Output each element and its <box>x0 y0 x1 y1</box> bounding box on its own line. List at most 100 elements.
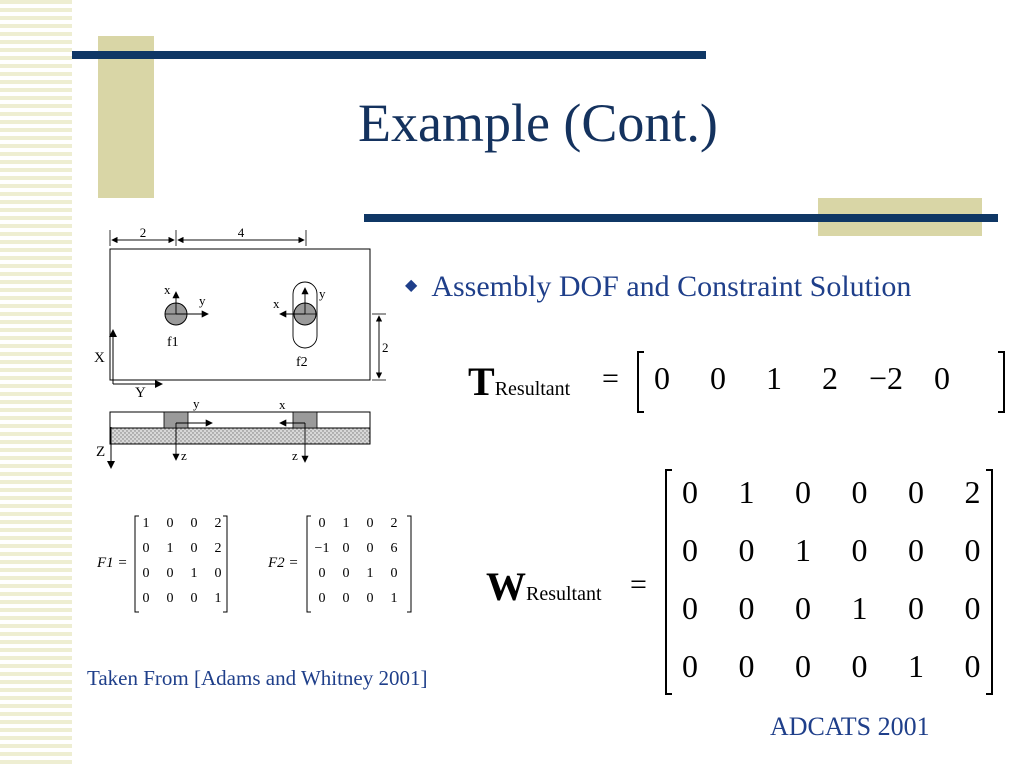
f2-matrix-cell: 0 <box>342 566 350 581</box>
f2-matrix-cell: 1 <box>390 591 398 606</box>
w-subscript: Resultant <box>526 583 602 605</box>
title-accent-block <box>98 36 154 198</box>
w-matrix-cell: 1 <box>851 590 868 626</box>
t-equals: = <box>602 362 619 395</box>
w-matrix-cell: 0 <box>851 474 868 510</box>
f2-matrix-cell: 1 <box>366 566 374 581</box>
t-row-cell: 1 <box>766 360 782 396</box>
dim-side: 2 <box>382 340 389 355</box>
f1-y-label: y <box>199 293 206 308</box>
w-brackets <box>665 469 993 695</box>
footer-text: ADCATS 2001 <box>770 712 930 741</box>
f2-matrix-cell: 2 <box>390 516 398 531</box>
w-matrix-cell: 1 <box>795 532 811 568</box>
f1-matrix-cell: 0 <box>142 541 150 556</box>
f2-matrix-brackets <box>306 515 412 613</box>
f1-matrix-cell: 0 <box>142 591 150 606</box>
f1-matrix-cell: 0 <box>214 566 222 581</box>
w-matrix-cell: 0 <box>738 648 755 684</box>
side-y-label: y <box>193 396 200 411</box>
t-subscript: Resultant <box>494 378 571 400</box>
f1-matrix-label: F1 = <box>97 555 128 571</box>
axis-x-label: X <box>94 350 105 366</box>
w-matrix-cell: 2 <box>964 474 981 510</box>
w-matrix-cell: 0 <box>795 648 811 684</box>
f2-matrix-cell: 0 <box>318 591 326 606</box>
left-stripe-decoration <box>0 0 72 768</box>
w-matrix-cell: 0 <box>682 532 698 568</box>
f1-matrix-cell: 0 <box>190 591 198 606</box>
f1-matrix-cell: 1 <box>190 566 198 581</box>
diamond-bullet-icon: ◆ <box>405 277 418 294</box>
feature-f2-label: f2 <box>296 355 308 370</box>
w-matrix-cell: 0 <box>682 474 698 510</box>
f1-matrix-cell: 0 <box>142 566 150 581</box>
f2-matrix-cell: −1 <box>314 541 330 556</box>
f2-matrix-cell: 0 <box>366 516 374 531</box>
f1-matrix-cell: 0 <box>190 516 198 531</box>
axis-z-label: Z <box>96 444 105 460</box>
source-credit: Taken From [Adams and Whitney 2001] <box>87 666 428 690</box>
bullet-text: Assembly DOF and Constraint Solution <box>431 270 912 303</box>
f2-matrix-cell: 0 <box>342 541 350 556</box>
feature-f2-slot <box>292 281 318 349</box>
top-rule <box>72 51 706 59</box>
mid-rule <box>364 214 998 222</box>
f1-matrix-cell: 0 <box>190 541 198 556</box>
f2-matrix-cell: 0 <box>366 591 374 606</box>
f1-matrix-cell: 1 <box>166 541 174 556</box>
w-matrix-cell: 1 <box>908 648 924 684</box>
w-matrix-cell: 0 <box>964 532 981 568</box>
f1-matrix-cell: 0 <box>166 516 174 531</box>
feature-f1-label: f1 <box>167 335 179 350</box>
w-matrix-cell: 0 <box>682 648 698 684</box>
f1-matrix-cell: 0 <box>166 591 174 606</box>
f1-x-label: x <box>164 282 171 297</box>
f1-matrix-cell: 2 <box>214 516 222 531</box>
t-symbol: TResultant <box>468 359 571 404</box>
axis-y-label: Y <box>135 385 146 401</box>
f1-matrix-brackets <box>134 515 228 613</box>
t-row-cell: 0 <box>710 360 726 396</box>
f2-x-label: x <box>273 296 280 311</box>
w-matrix-cell: 0 <box>908 590 924 626</box>
t-row-cell: 2 <box>822 360 838 396</box>
t-row-cell: 0 <box>654 360 670 396</box>
w-matrix-cell: 0 <box>795 590 811 626</box>
w-matrix-cell: 0 <box>738 532 755 568</box>
w-matrix-cell: 1 <box>738 474 755 510</box>
w-matrix-cell: 0 <box>964 590 981 626</box>
t-row-cell: −2 <box>868 360 904 396</box>
w-matrix-cell: 0 <box>908 474 924 510</box>
f2-matrix-cell: 0 <box>318 566 326 581</box>
w-matrix-cell: 0 <box>682 590 698 626</box>
w-matrix-cell: 0 <box>795 474 811 510</box>
w-matrix-cell: 0 <box>908 532 924 568</box>
f2-matrix-cell: 0 <box>366 541 374 556</box>
side-z2-label: z <box>292 448 298 463</box>
f2-matrix-cell: 1 <box>342 516 350 531</box>
t-row-cell: 0 <box>934 360 950 396</box>
w-matrix-cell: 0 <box>964 648 981 684</box>
side-x-label: x <box>279 397 286 412</box>
plate-side-view <box>109 411 371 429</box>
w-matrix-cell: 0 <box>851 532 868 568</box>
f2-matrix-cell: 6 <box>390 541 398 556</box>
f2-y-label: y <box>319 286 326 301</box>
f2-matrix-label: F2 = <box>268 555 299 571</box>
f2-matrix-cell: 0 <box>390 566 398 581</box>
f2-matrix-cell: 0 <box>318 516 326 531</box>
w-matrix-cell: 0 <box>738 590 755 626</box>
w-symbol: WResultant <box>486 564 602 609</box>
f1-matrix-cell: 2 <box>214 541 222 556</box>
bullet-item: ◆ Assembly DOF and Constraint Solution <box>405 270 911 304</box>
f2-matrix-cell: 0 <box>342 591 350 606</box>
w-equals: = <box>630 568 647 601</box>
side-z1-label: z <box>181 448 187 463</box>
w-matrix-cell: 0 <box>851 648 868 684</box>
dim-top-right: 4 <box>238 225 245 240</box>
t-brackets <box>637 351 1005 413</box>
f1-matrix-cell: 1 <box>214 591 222 606</box>
part-diagram: 2 4 x y f1 x y f2 2 X Y y x z z Z <box>94 225 389 469</box>
f1-matrix-cell: 1 <box>142 516 150 531</box>
